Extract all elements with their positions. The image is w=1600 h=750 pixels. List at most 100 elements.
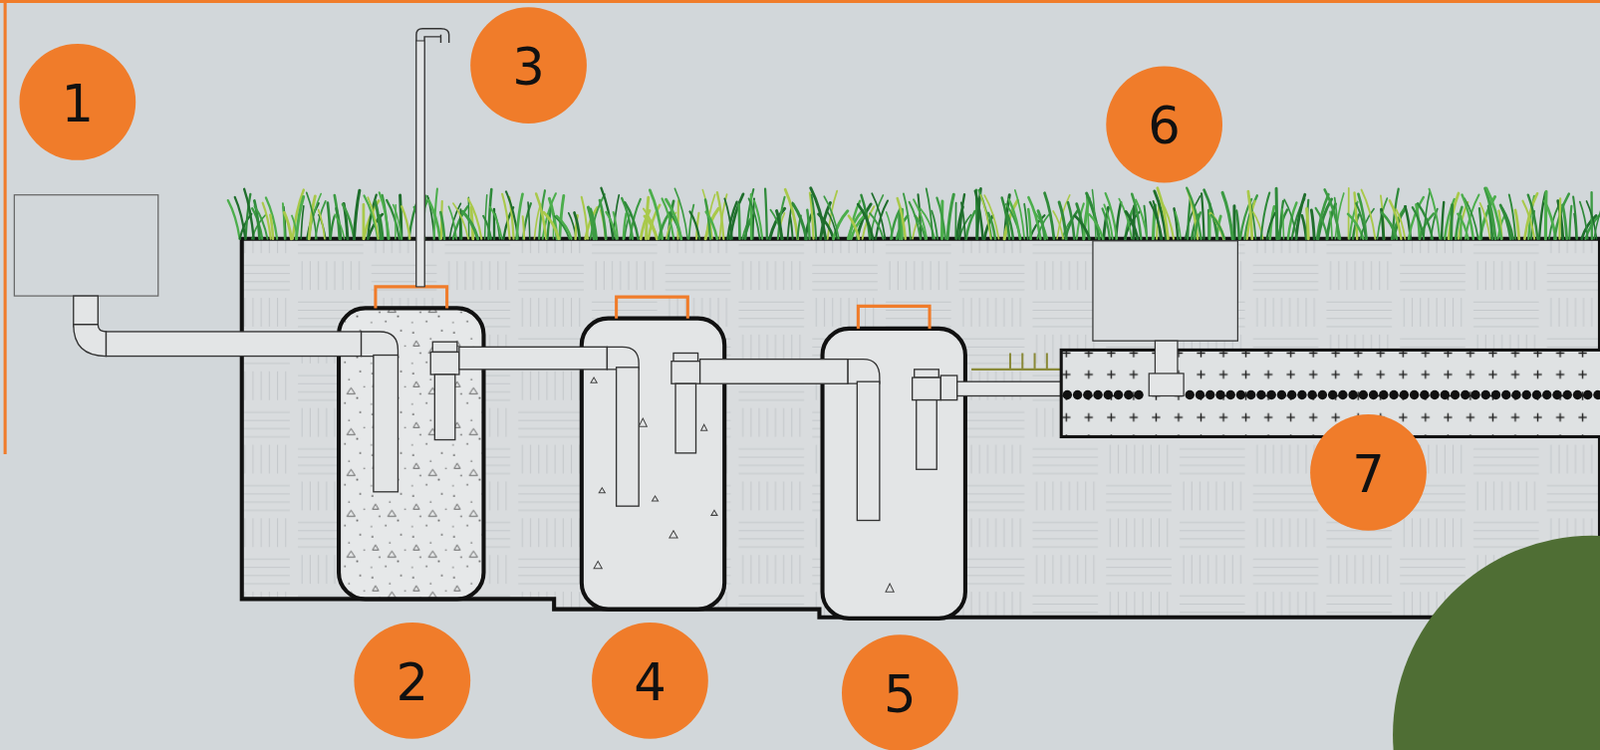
drain-pipe-dot	[1409, 390, 1419, 400]
grass-blade	[334, 214, 345, 240]
drain-pipe-dot	[1082, 390, 1092, 400]
drain-pipe-dot	[1583, 390, 1593, 400]
grass-blade	[724, 198, 733, 239]
grass-blade	[1210, 213, 1225, 239]
grass-blade	[1222, 192, 1233, 239]
drain-pipe-dot	[1501, 390, 1511, 400]
grass-blade	[1355, 203, 1366, 240]
grass-blade	[1479, 208, 1482, 240]
drain-pipe-dot	[1491, 390, 1501, 400]
drain-pipe-dot	[1460, 390, 1470, 400]
grass-blade	[453, 203, 469, 240]
grass-blade	[947, 194, 954, 240]
drain-pipe-dot	[1318, 390, 1328, 400]
grass-blade	[903, 193, 911, 239]
grass-blade	[1280, 201, 1284, 240]
grass-blade	[984, 195, 999, 240]
grass-blade	[235, 197, 247, 240]
drain-pipe-dot	[1236, 390, 1246, 400]
grass-blade	[440, 212, 445, 240]
grass-blade	[1091, 190, 1096, 240]
grass-blade	[342, 204, 355, 240]
drain-pipe-dot	[1205, 390, 1215, 400]
grass-blade	[1074, 216, 1089, 240]
grass-blade	[428, 200, 441, 240]
drain-pipe-dot	[1185, 390, 1195, 400]
callout-number: 7	[1310, 416, 1427, 534]
grass-blade	[244, 189, 255, 240]
grass-blade	[871, 193, 885, 240]
callout-number: 4	[591, 624, 709, 742]
drain-pipe-dot	[1470, 390, 1480, 400]
grass-blade	[790, 216, 794, 240]
grass-blade	[1028, 209, 1032, 240]
grass-blade	[1486, 188, 1502, 240]
grass-blade	[453, 206, 469, 239]
grass-blade	[1558, 198, 1562, 239]
grass-blade	[954, 203, 957, 240]
grass-blade	[401, 206, 410, 239]
grass-blade	[1502, 208, 1514, 240]
drain-pipe-dot	[1388, 390, 1398, 400]
grass-blade	[806, 210, 809, 240]
grass-blade	[717, 192, 724, 240]
grass-blade	[528, 202, 531, 240]
grass-blade	[1201, 193, 1204, 239]
grass-blade	[1067, 202, 1074, 240]
grass-blade	[753, 198, 755, 239]
grass-blade	[785, 189, 799, 239]
drain-pipe-dot	[1123, 390, 1133, 400]
drain-pipe-dot	[1368, 390, 1378, 400]
drain-pipe-dot	[1072, 390, 1082, 400]
grass-blade	[1007, 213, 1014, 240]
grass-blade	[688, 205, 694, 240]
drain-pipe-dot	[1511, 390, 1521, 400]
grass-blade	[793, 204, 806, 240]
grass-blade	[1059, 202, 1067, 240]
grass-blade	[1186, 188, 1201, 240]
grass-blade	[1015, 190, 1025, 240]
grass-blade	[1330, 211, 1333, 239]
grass-blade	[674, 188, 688, 239]
grass-blade	[1457, 214, 1468, 240]
drain-pipe-dot	[1563, 390, 1573, 400]
grass-blade	[1045, 193, 1055, 240]
grass-blade	[1524, 193, 1538, 239]
drain-pipe-dot	[1440, 390, 1450, 400]
grass-blade	[961, 202, 966, 239]
grass-blade	[379, 215, 383, 240]
grass-blade	[848, 216, 859, 240]
drain-pipe-dot	[1113, 390, 1123, 400]
grass-blade	[327, 202, 331, 239]
grass-blade	[936, 198, 945, 240]
grass-blade	[897, 198, 906, 240]
grass-blade	[485, 195, 488, 240]
grass-blade	[1009, 199, 1021, 240]
grass-blade	[1316, 208, 1329, 240]
grass-blade	[573, 212, 579, 239]
drain-pipe-dot	[1419, 390, 1429, 400]
grass-blade	[282, 203, 285, 239]
grass-blade	[599, 200, 606, 240]
grass-blade	[1306, 200, 1309, 240]
grass-blade	[1573, 197, 1578, 240]
grass-blade	[749, 198, 761, 239]
grass-blade	[770, 208, 786, 239]
grass-blade	[490, 207, 503, 240]
drain-pipe-dot	[1266, 390, 1276, 400]
grass-blade	[1160, 200, 1174, 239]
grass-blade	[1236, 211, 1240, 240]
drain-pipe-dot	[1522, 390, 1532, 400]
grass-blade	[315, 201, 326, 240]
grass-blade	[1361, 190, 1376, 240]
drain-pipe-dot	[1215, 390, 1225, 400]
grass-blade	[1275, 188, 1280, 239]
grass-blade	[666, 199, 682, 239]
grass-blade	[1211, 215, 1225, 240]
grass-blade	[823, 196, 839, 240]
grass-blade	[959, 194, 965, 240]
callout-number: 1	[18, 45, 136, 163]
drain-pipe-dot	[1297, 390, 1307, 400]
drain-pipe-dot	[1593, 390, 1600, 400]
